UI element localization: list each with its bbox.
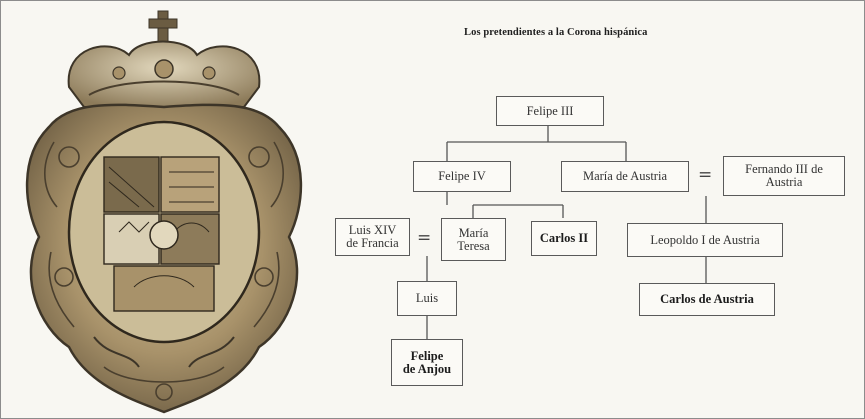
person-felipe-de-anjou: Felipe de Anjou (391, 339, 463, 386)
person-felipe-iv: Felipe IV (413, 161, 511, 192)
coat-of-arms-shield-icon (25, 10, 303, 414)
person-fernando-iii: Fernando III de Austria (723, 156, 845, 196)
person-luis-xiv: Luis XIV de Francia (335, 218, 410, 256)
person-carlos-ii: Carlos II (531, 221, 597, 256)
marriage-symbol-austria: = (698, 165, 713, 185)
diagram-title: Los pretendientes a la Corona hispánica (464, 27, 648, 38)
person-maria-teresa: María Teresa (441, 218, 506, 261)
person-leopoldo-i: Leopoldo I de Austria (627, 223, 783, 257)
person-maria-de-austria: María de Austria (561, 161, 689, 192)
person-felipe-iii: Felipe III (496, 96, 604, 126)
person-carlos-de-austria: Carlos de Austria (639, 283, 775, 316)
person-luis: Luis (397, 281, 457, 316)
marriage-symbol-france: = (417, 228, 432, 248)
